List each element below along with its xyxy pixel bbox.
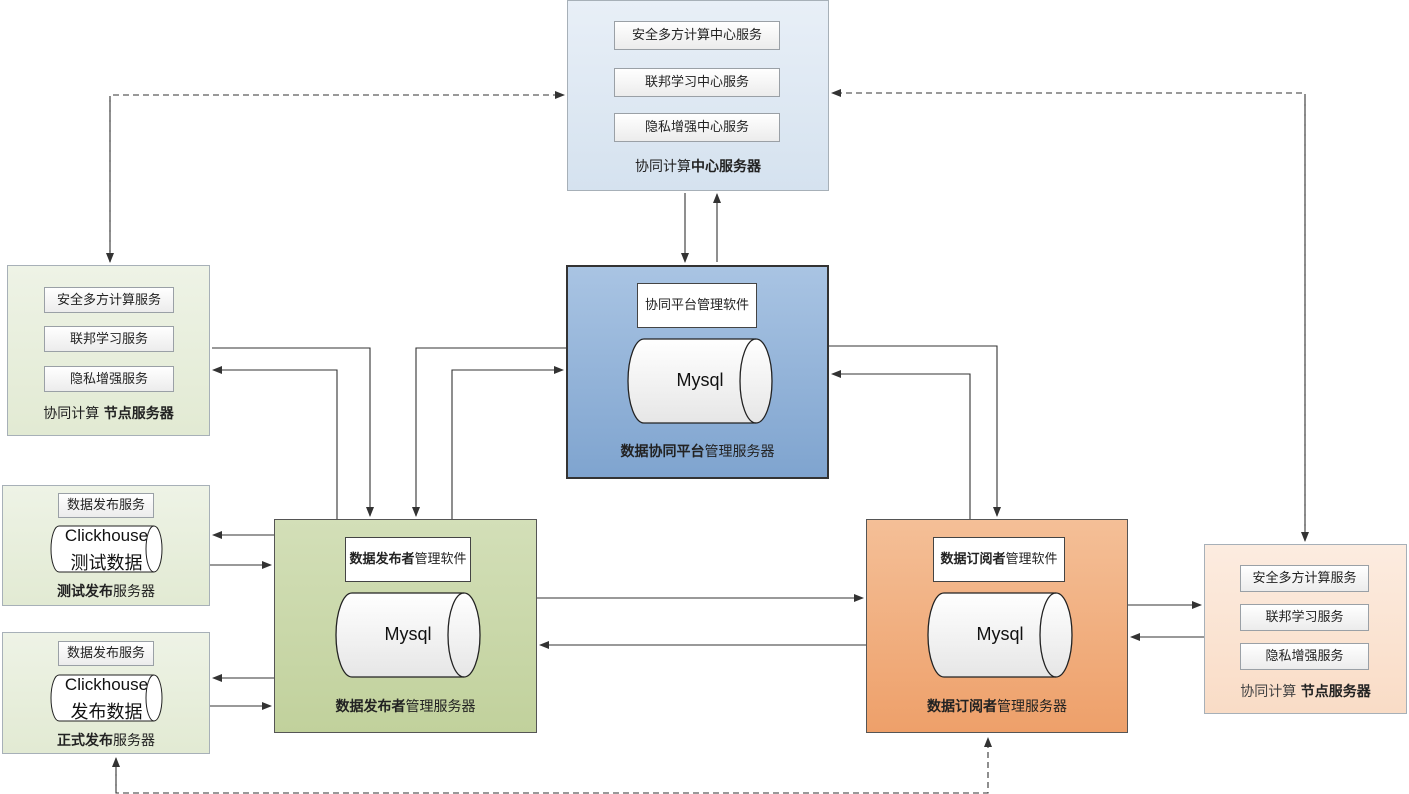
left-service-privacy: 隐私增强服务 <box>44 366 174 392</box>
test-publish-title: 测试发布服务器 <box>57 584 155 600</box>
platform-software: 协同平台管理软件 <box>637 283 757 328</box>
link-platform-to-subscriber <box>829 345 1001 517</box>
dashed-link-center-left <box>109 91 565 262</box>
center-service-federated: 联邦学习中心服务 <box>614 68 780 97</box>
database-cylinder-icon <box>627 338 773 424</box>
center-service-mpc: 安全多方计算中心服务 <box>614 21 780 50</box>
test-publish-service: 数据发布服务 <box>58 493 154 518</box>
database-cylinder-icon <box>50 525 163 573</box>
prod-publish-service: 数据发布服务 <box>58 641 154 666</box>
center-server-title: 协同计算中心服务器 <box>635 159 761 175</box>
link-publisher-to-platform <box>451 366 564 519</box>
center-service-privacy: 隐私增强中心服务 <box>614 113 780 142</box>
prod-clickhouse-db: Clickhouse 发布数据 <box>50 674 163 723</box>
subscriber-server-title: 数据订阅者管理服务器 <box>927 699 1067 715</box>
dashed-link-prod-subscriber <box>115 737 992 794</box>
link-leftnode-to-publisher <box>212 347 374 517</box>
right-service-privacy: 隐私增强服务 <box>1240 643 1369 670</box>
database-cylinder-icon <box>50 674 163 722</box>
publisher-server-title: 数据发布者管理服务器 <box>335 699 476 715</box>
link-subscriber-to-platform <box>831 370 971 519</box>
publisher-software: 数据发布者管理软件 <box>345 537 471 582</box>
subscriber-mysql-db: Mysql <box>926 592 1074 678</box>
right-service-mpc: 安全多方计算服务 <box>1240 565 1369 592</box>
right-service-federated: 联邦学习服务 <box>1240 604 1369 631</box>
left-node-title: 协同计算 节点服务器 <box>43 406 174 422</box>
test-clickhouse-db: Clickhouse 测试数据 <box>50 525 163 574</box>
database-cylinder-icon <box>927 592 1073 678</box>
publisher-mysql-db: Mysql <box>334 592 482 678</box>
platform-mysql-db: Mysql <box>626 338 774 424</box>
dashed-link-center-right <box>831 89 1306 540</box>
link-platform-to-publisher <box>412 347 566 517</box>
subscriber-software: 数据订阅者管理软件 <box>933 537 1065 582</box>
prod-publish-title: 正式发布服务器 <box>57 733 155 749</box>
platform-server-title: 数据协同平台管理服务器 <box>620 444 775 460</box>
link-publisher-to-leftnode <box>212 366 338 519</box>
database-cylinder-icon <box>335 592 481 678</box>
right-node-title: 协同计算 节点服务器 <box>1240 684 1371 700</box>
left-service-federated: 联邦学习服务 <box>44 326 174 352</box>
left-service-mpc: 安全多方计算服务 <box>44 287 174 313</box>
